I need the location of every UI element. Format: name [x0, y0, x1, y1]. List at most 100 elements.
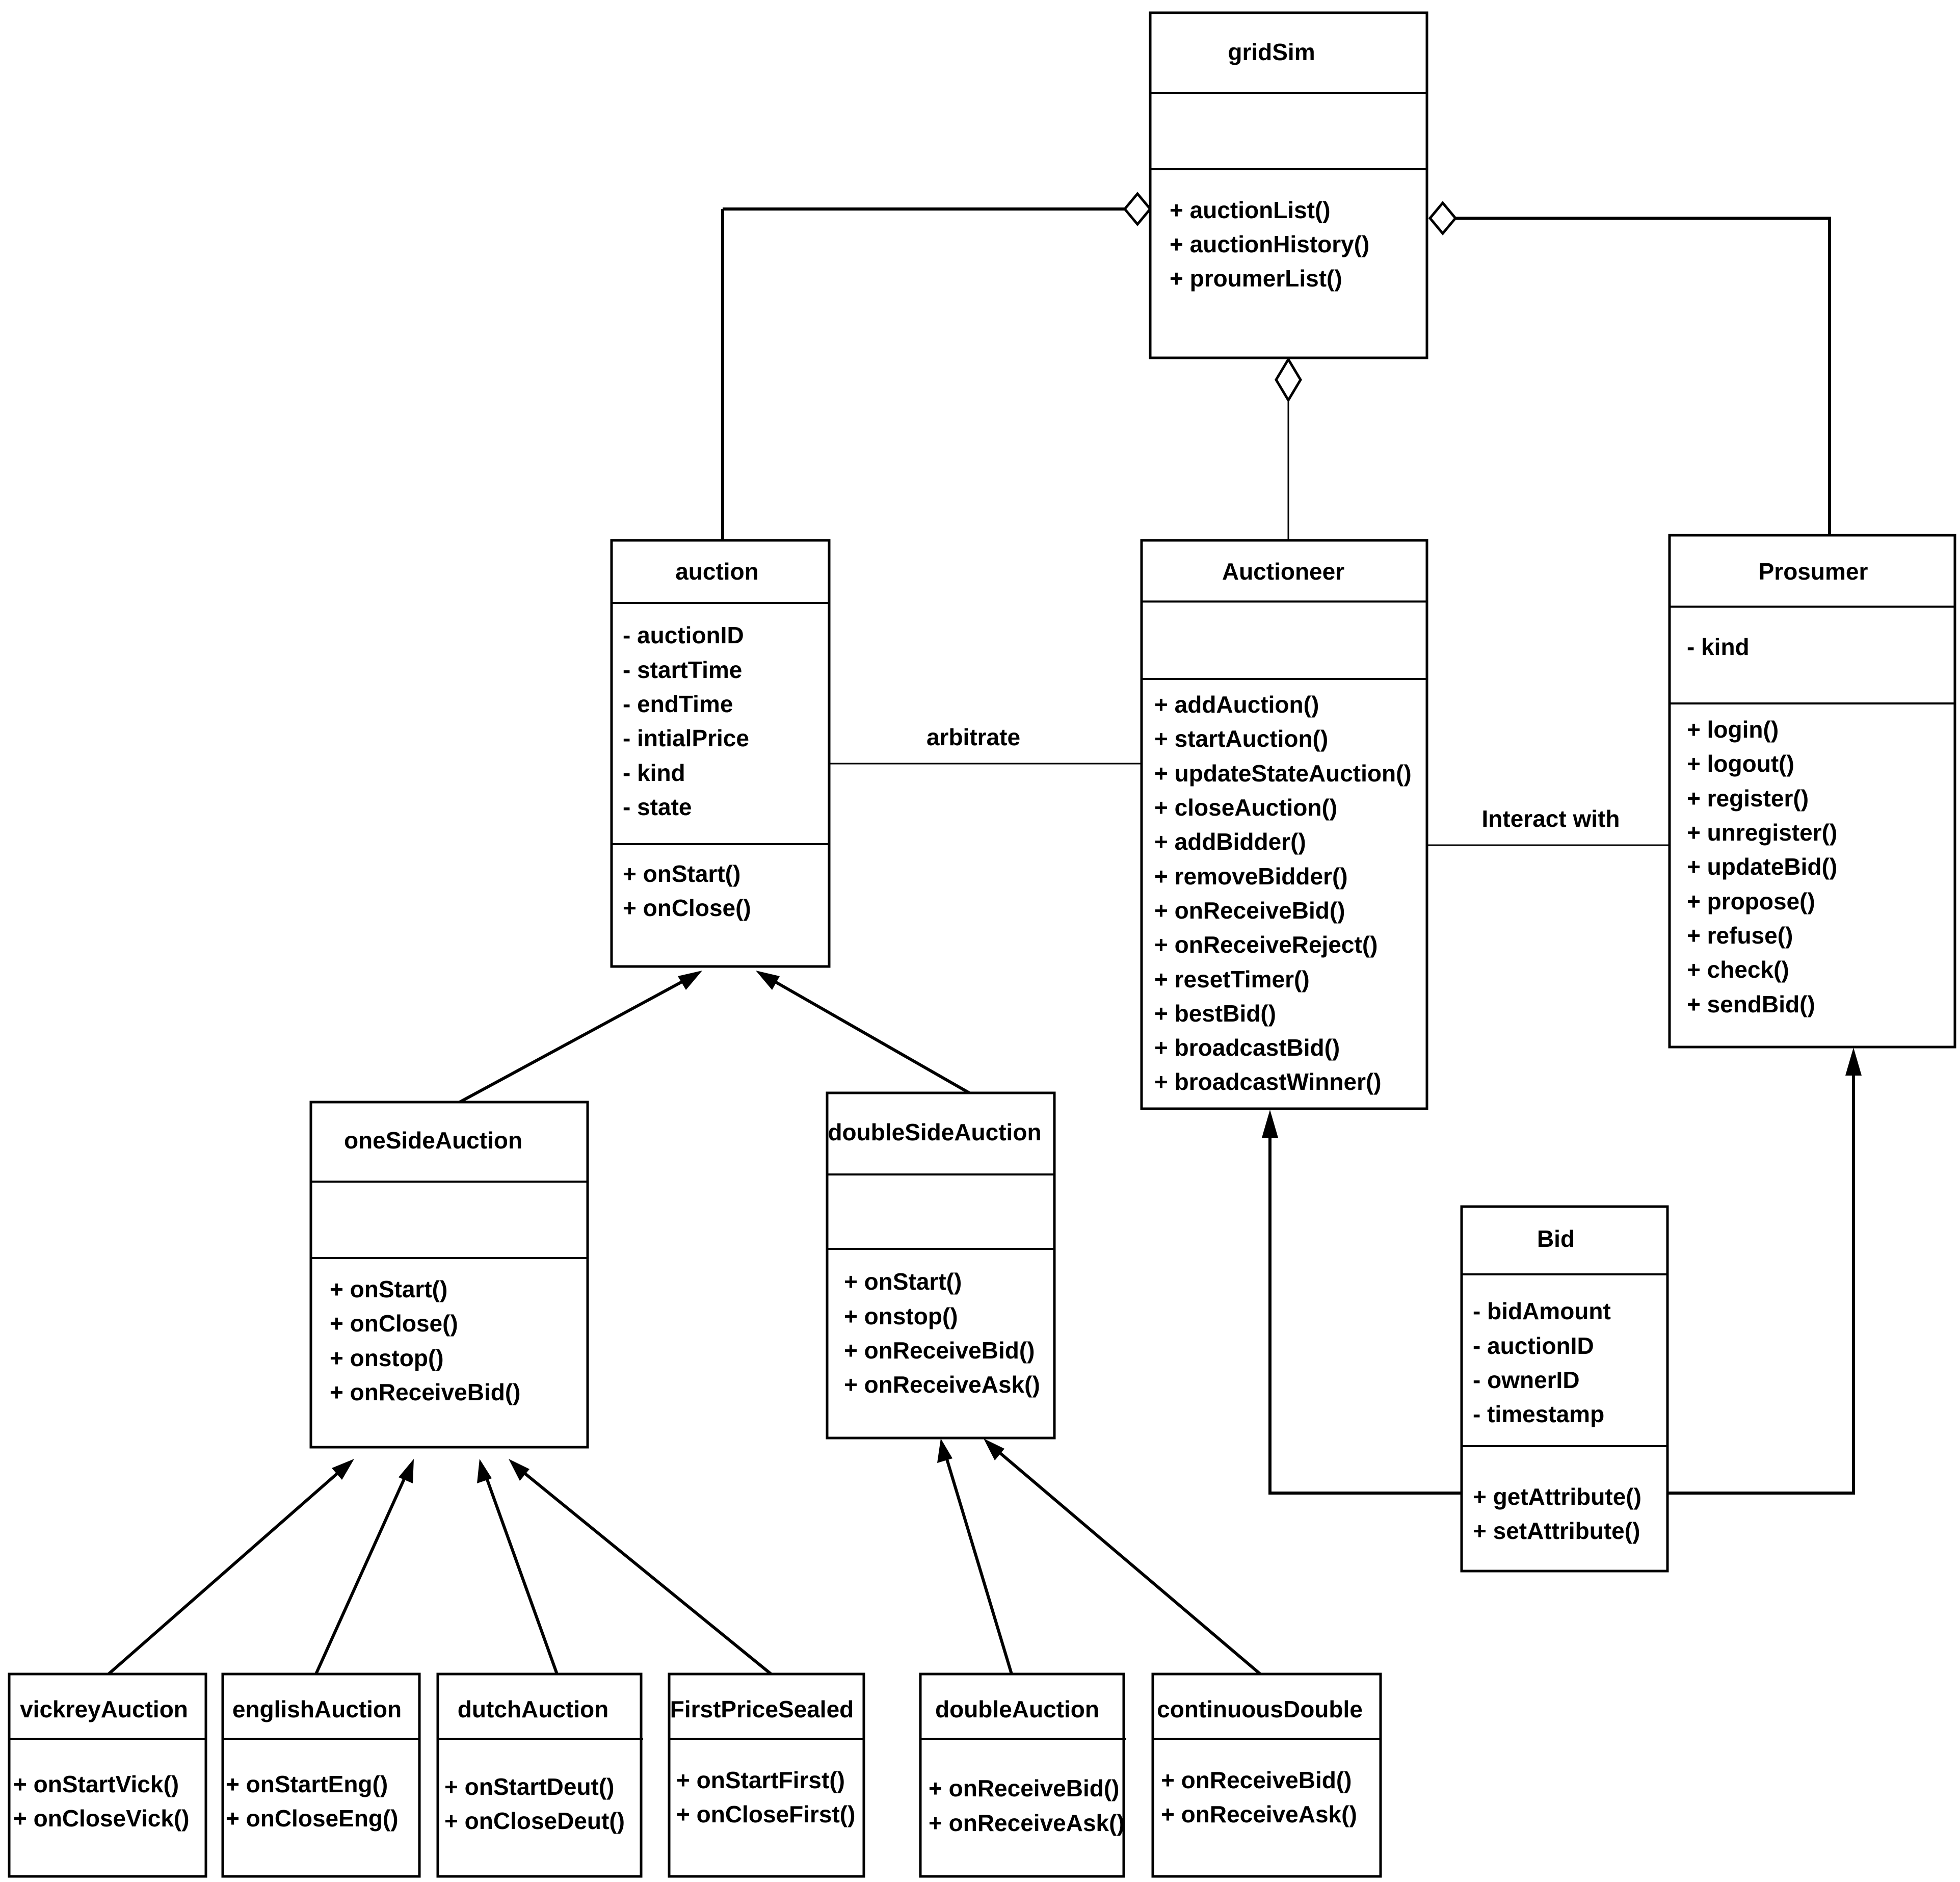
class-name: auction: [675, 558, 759, 585]
method: + proumerList(): [1170, 265, 1342, 292]
arrowhead: [937, 1439, 952, 1463]
method: + onReceiveBid(): [929, 1775, 1120, 1801]
method: + addBidder(): [1154, 828, 1306, 855]
method: + check(): [1687, 956, 1789, 983]
method: + resetTimer(): [1154, 966, 1310, 992]
association-label-arbitrate: arbitrate: [926, 724, 1020, 750]
method: + onCloseDeut(): [444, 1808, 625, 1834]
class-name: doubleSideAuction: [828, 1119, 1041, 1145]
method: + onReceiveBid(): [1154, 897, 1345, 924]
method: + onStart(): [623, 860, 740, 887]
attribute: - endTime: [623, 691, 733, 717]
aggregation-diamond-prosumer: [1428, 201, 1458, 236]
method: + unregister(): [1687, 819, 1837, 846]
method: + closeAuction(): [1154, 794, 1337, 821]
method: + onstop(): [844, 1303, 958, 1329]
method: + onStartEng(): [226, 1771, 388, 1797]
attribute: - intialPrice: [623, 725, 749, 751]
method: + login(): [1687, 716, 1779, 743]
method: + onCloseEng(): [226, 1805, 399, 1832]
attribute: - state: [623, 794, 692, 820]
class-name: englishAuction: [232, 1696, 402, 1722]
aggregation-gridsim-prosumer: [1455, 217, 1831, 534]
method: + auctionHistory(): [1170, 231, 1369, 257]
method: + propose(): [1687, 888, 1815, 914]
class-name: Bid: [1537, 1225, 1575, 1252]
class-name: dutchAuction: [458, 1696, 608, 1722]
class-name: doubleAuction: [935, 1696, 1099, 1722]
method: + sendBid(): [1687, 991, 1815, 1017]
class-gridsim: gridSim + auctionList() + auctionHistory…: [1149, 11, 1428, 359]
method: + onClose(): [330, 1310, 458, 1337]
class-name: Auctioneer: [1222, 558, 1344, 585]
inherit-doubleauction-doubleside: [943, 1450, 1013, 1675]
method: + onStartDeut(): [444, 1773, 615, 1800]
inherit-onesideauction-auction: [459, 976, 691, 1104]
class-firstpricesealed: FirstPriceSealed + onStartFirst() + onCl…: [668, 1672, 865, 1878]
method: + refuse(): [1687, 922, 1793, 949]
method: + auctionList(): [1170, 197, 1331, 223]
method: + removeBidder(): [1154, 863, 1348, 890]
method: + updateStateAuction(): [1154, 760, 1412, 787]
arrowhead: [399, 1459, 414, 1483]
inherit-english-oneside: [314, 1470, 409, 1675]
arrowhead: [678, 971, 702, 990]
method: + onReceiveAsk(): [844, 1371, 1040, 1398]
class-name: gridSim: [1228, 39, 1315, 65]
attribute: - kind: [623, 760, 685, 786]
class-bid: Bid - bidAmount - auctionID - ownerID - …: [1460, 1205, 1669, 1573]
class-auctioneer: Auctioneer + addAuction() + startAuction…: [1140, 539, 1428, 1110]
arrowhead: [477, 1459, 492, 1483]
method: + onStart(): [330, 1276, 447, 1302]
attribute: - timestamp: [1473, 1401, 1604, 1427]
method: + onCloseVick(): [13, 1805, 190, 1832]
method: + onStartFirst(): [676, 1767, 845, 1793]
method: + onStartVick(): [13, 1771, 179, 1797]
method: + startAuction(): [1154, 725, 1328, 752]
method: + updateBid(): [1687, 853, 1837, 880]
class-auction: auction - auctionID - startTime - endTim…: [610, 539, 831, 968]
class-prosumer: Prosumer - kind + login() + logout() + r…: [1668, 534, 1956, 1049]
method: + broadcastWinner(): [1154, 1068, 1382, 1095]
method: + onCloseFirst(): [676, 1801, 855, 1827]
aggregation-diamond-auction: [1123, 192, 1152, 226]
aggregation-diamond-auctioneer: [1275, 357, 1302, 403]
method: + broadcastBid(): [1154, 1034, 1340, 1061]
method: + bestBid(): [1154, 1000, 1276, 1027]
arrowhead: [332, 1459, 354, 1480]
arrowhead: [984, 1439, 1004, 1460]
method: + onstop(): [330, 1345, 444, 1371]
method: + onStart(): [844, 1268, 962, 1295]
method: + onClose(): [623, 895, 751, 921]
method: + setAttribute(): [1473, 1518, 1640, 1544]
class-doubleauction: doubleAuction + onReceiveBid() + onRecei…: [919, 1672, 1126, 1878]
method: + onReceiveAsk(): [929, 1810, 1125, 1836]
attribute: - auctionID: [623, 622, 744, 648]
class-name: FirstPriceSealed: [670, 1696, 854, 1722]
method: + onReceiveBid(): [1161, 1767, 1352, 1793]
class-englishauction: englishAuction + onStartEng() + onCloseE…: [221, 1672, 421, 1878]
class-doublesideauction: doubleSideAuction + onStart() + onstop()…: [826, 1091, 1056, 1440]
method: + logout(): [1687, 750, 1794, 777]
attribute: - bidAmount: [1473, 1298, 1611, 1324]
bid-to-auctioneer: [1268, 1133, 1462, 1495]
method: + onReceiveAsk(): [1161, 1801, 1357, 1827]
method: + addAuction(): [1154, 691, 1319, 718]
class-name: continuousDouble: [1157, 1696, 1363, 1722]
class-dutchauction: dutchAuction + onStartDeut() + onCloseDe…: [436, 1672, 643, 1878]
association-label-interact-with: Interact with: [1482, 805, 1620, 832]
attribute: - startTime: [623, 657, 742, 683]
class-name: vickreyAuction: [20, 1696, 188, 1722]
method: + onReceiveBid(): [330, 1379, 521, 1405]
method: + getAttribute(): [1473, 1483, 1641, 1510]
inherit-firstprice-oneside: [517, 1467, 772, 1676]
arrowhead: [1845, 1048, 1862, 1076]
arrowhead: [756, 971, 780, 990]
inherit-dutch-oneside: [483, 1470, 559, 1675]
attribute: - auctionID: [1473, 1332, 1594, 1359]
method: + onReceiveReject(): [1154, 931, 1378, 958]
inherit-continuous-doubleside: [993, 1446, 1261, 1676]
class-name: Prosumer: [1759, 558, 1868, 585]
bid-to-prosumer: [1667, 1070, 1855, 1495]
